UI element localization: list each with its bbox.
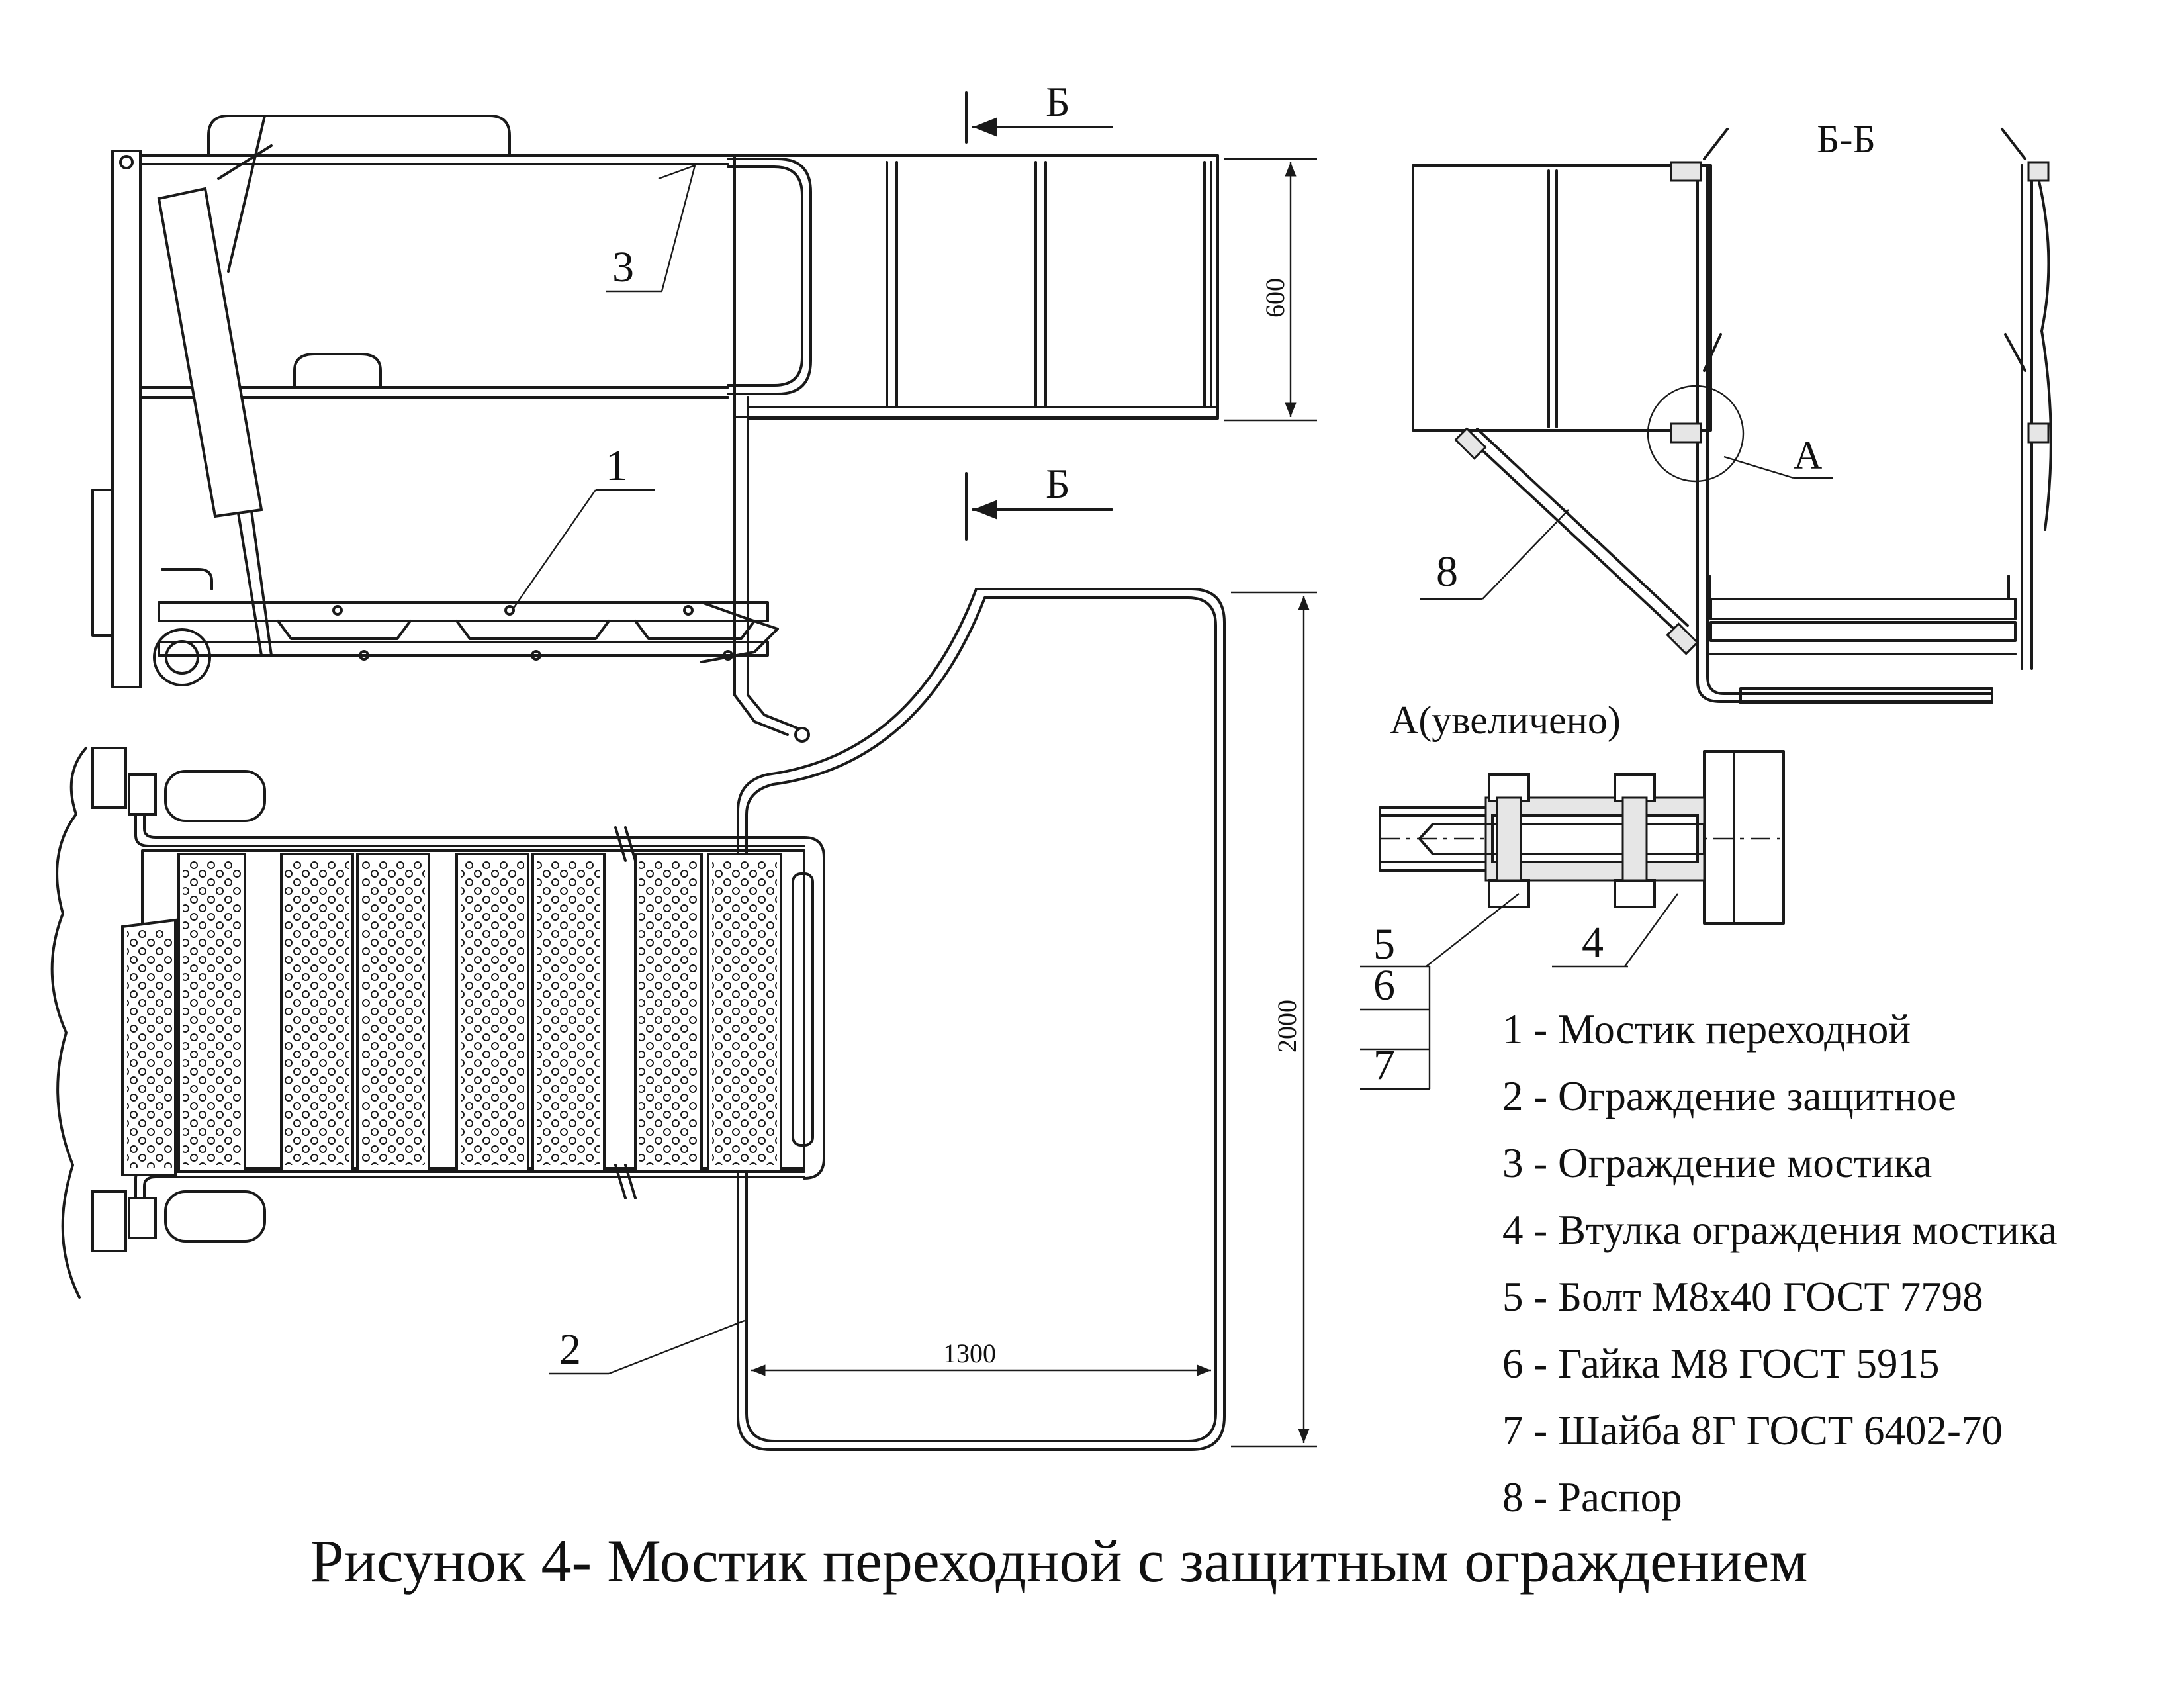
callout-3: 3 (606, 164, 696, 293)
callout-2: 2 (549, 1319, 745, 1375)
callout-3-label: 3 (612, 243, 634, 291)
callout-7-label: 7 (1373, 1041, 1395, 1089)
section-marker-upper: Б (965, 78, 1113, 144)
section-title: Б-Б (1817, 117, 1876, 161)
dimension-600-label: 600 (1260, 278, 1290, 318)
callout-2-label: 2 (559, 1325, 581, 1374)
section-marker-label-upper: Б (1046, 78, 1070, 125)
detail-a-view: А(увеличено) (1360, 698, 1785, 1090)
section-marker-label-lower: Б (1046, 460, 1070, 507)
legend-item: 6 - Гайка М8 ГОСТ 5915 (1502, 1340, 1940, 1387)
detail-title: А(увеличено) (1390, 698, 1621, 742)
section-bb-view: А Б-Б (1412, 117, 2052, 704)
dimension-1300-label: 1300 (943, 1338, 996, 1368)
legend-item: 8 - Распор (1502, 1474, 1682, 1521)
dimension-2000-label: 2000 (1272, 1000, 1302, 1053)
bridge-step-section (733, 154, 1219, 418)
bridge-side-view (91, 115, 1219, 743)
callout-8-label: 8 (1436, 547, 1458, 596)
callout-5-label: 5 (1373, 920, 1395, 968)
callout-4-label: 4 (1582, 918, 1604, 966)
callout-6-label: 6 (1373, 961, 1395, 1009)
figure-caption: Рисунок 4- Мостик переходной с защитным … (310, 1527, 1808, 1595)
detail-marker-label: А (1794, 434, 1822, 477)
legend-item: 2 - Ограждение защитное (1502, 1073, 1957, 1119)
parts-legend: 1 - Мостик переходной 2 - Ограждение защ… (1502, 996, 2058, 1531)
callout-8: 8 (1420, 509, 1569, 600)
section-marker-lower: Б (965, 460, 1113, 541)
dimension-1300: 1300 (751, 1338, 1211, 1376)
callout-1: 1 (512, 442, 655, 610)
legend-item: 5 - Болт М8х40 ГОСТ 7798 (1502, 1274, 1983, 1320)
bridge-plan-view (50, 747, 825, 1299)
callout-1-label: 1 (606, 442, 627, 490)
legend-item: 1 - Мостик переходной (1502, 1006, 1911, 1053)
legend-item: 4 - Втулка ограждения мостика (1502, 1207, 2058, 1253)
dimension-2000: 2000 (1231, 591, 1317, 1448)
dimension-600: 600 (1224, 158, 1317, 422)
protective-fence-plan (737, 588, 1226, 1451)
legend-item: 7 - Шайба 8Г ГОСТ 6402-70 (1502, 1407, 2003, 1454)
legend-item: 3 - Ограждение мостика (1502, 1140, 1933, 1186)
